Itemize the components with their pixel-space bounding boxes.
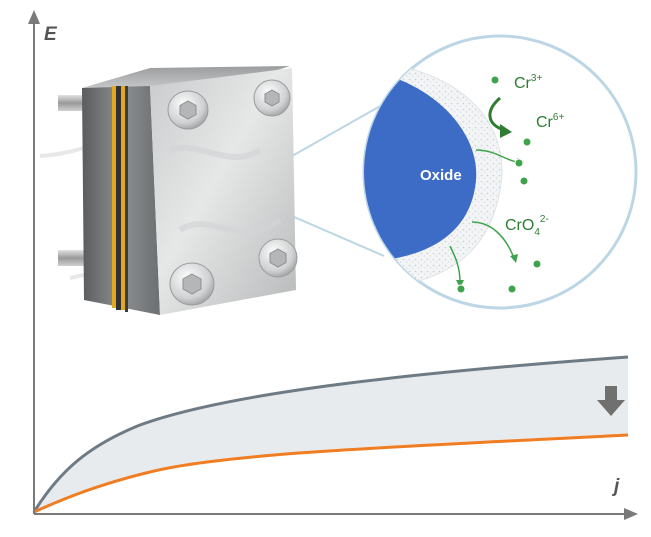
hex-socket-bolt-icon — [253, 79, 291, 117]
degraded-curve — [33, 433, 629, 514]
dissolution-arrow — [449, 245, 461, 283]
chromium-species-dot — [507, 284, 517, 294]
chromium-species-dot — [490, 75, 500, 85]
initial-curve — [32, 355, 629, 513]
axes: E j — [28, 10, 638, 520]
gasket-layer — [121, 86, 125, 310]
y-axis-label: E — [44, 24, 58, 45]
y-axis-arrowhead — [28, 10, 40, 24]
zoom-panel: Oxide Cr3+ Cr6+ CrO42- — [362, 34, 638, 310]
x-axis-arrowhead — [624, 508, 638, 520]
down-arrow-icon — [597, 386, 625, 416]
hex-socket-bolt-icon — [258, 238, 298, 278]
dissolution-arrow — [475, 149, 518, 163]
oxide-label: Oxide — [420, 167, 462, 184]
polarization-plot — [32, 355, 629, 514]
chromium-species-dot — [456, 284, 466, 294]
performance-band — [34, 357, 628, 512]
x-axis-label: j — [611, 476, 620, 497]
hex-socket-bolt-icon — [167, 90, 209, 130]
chromium-species-dot — [522, 137, 532, 147]
cr3-label: Cr3+ — [514, 73, 542, 92]
chromium-species-dot — [519, 176, 529, 186]
gasket-layer — [112, 86, 116, 308]
cr6-label: Cr6+ — [536, 112, 564, 131]
electrolyzer-cell-stack — [39, 66, 298, 315]
chromium-species-dot — [532, 259, 542, 269]
chromium-species-dot — [514, 158, 524, 168]
oxide-particle — [364, 70, 477, 262]
dissolution-arrow — [471, 221, 515, 259]
hex-socket-bolt-icon — [169, 262, 215, 306]
chromate-label: CrO42- — [505, 214, 549, 238]
